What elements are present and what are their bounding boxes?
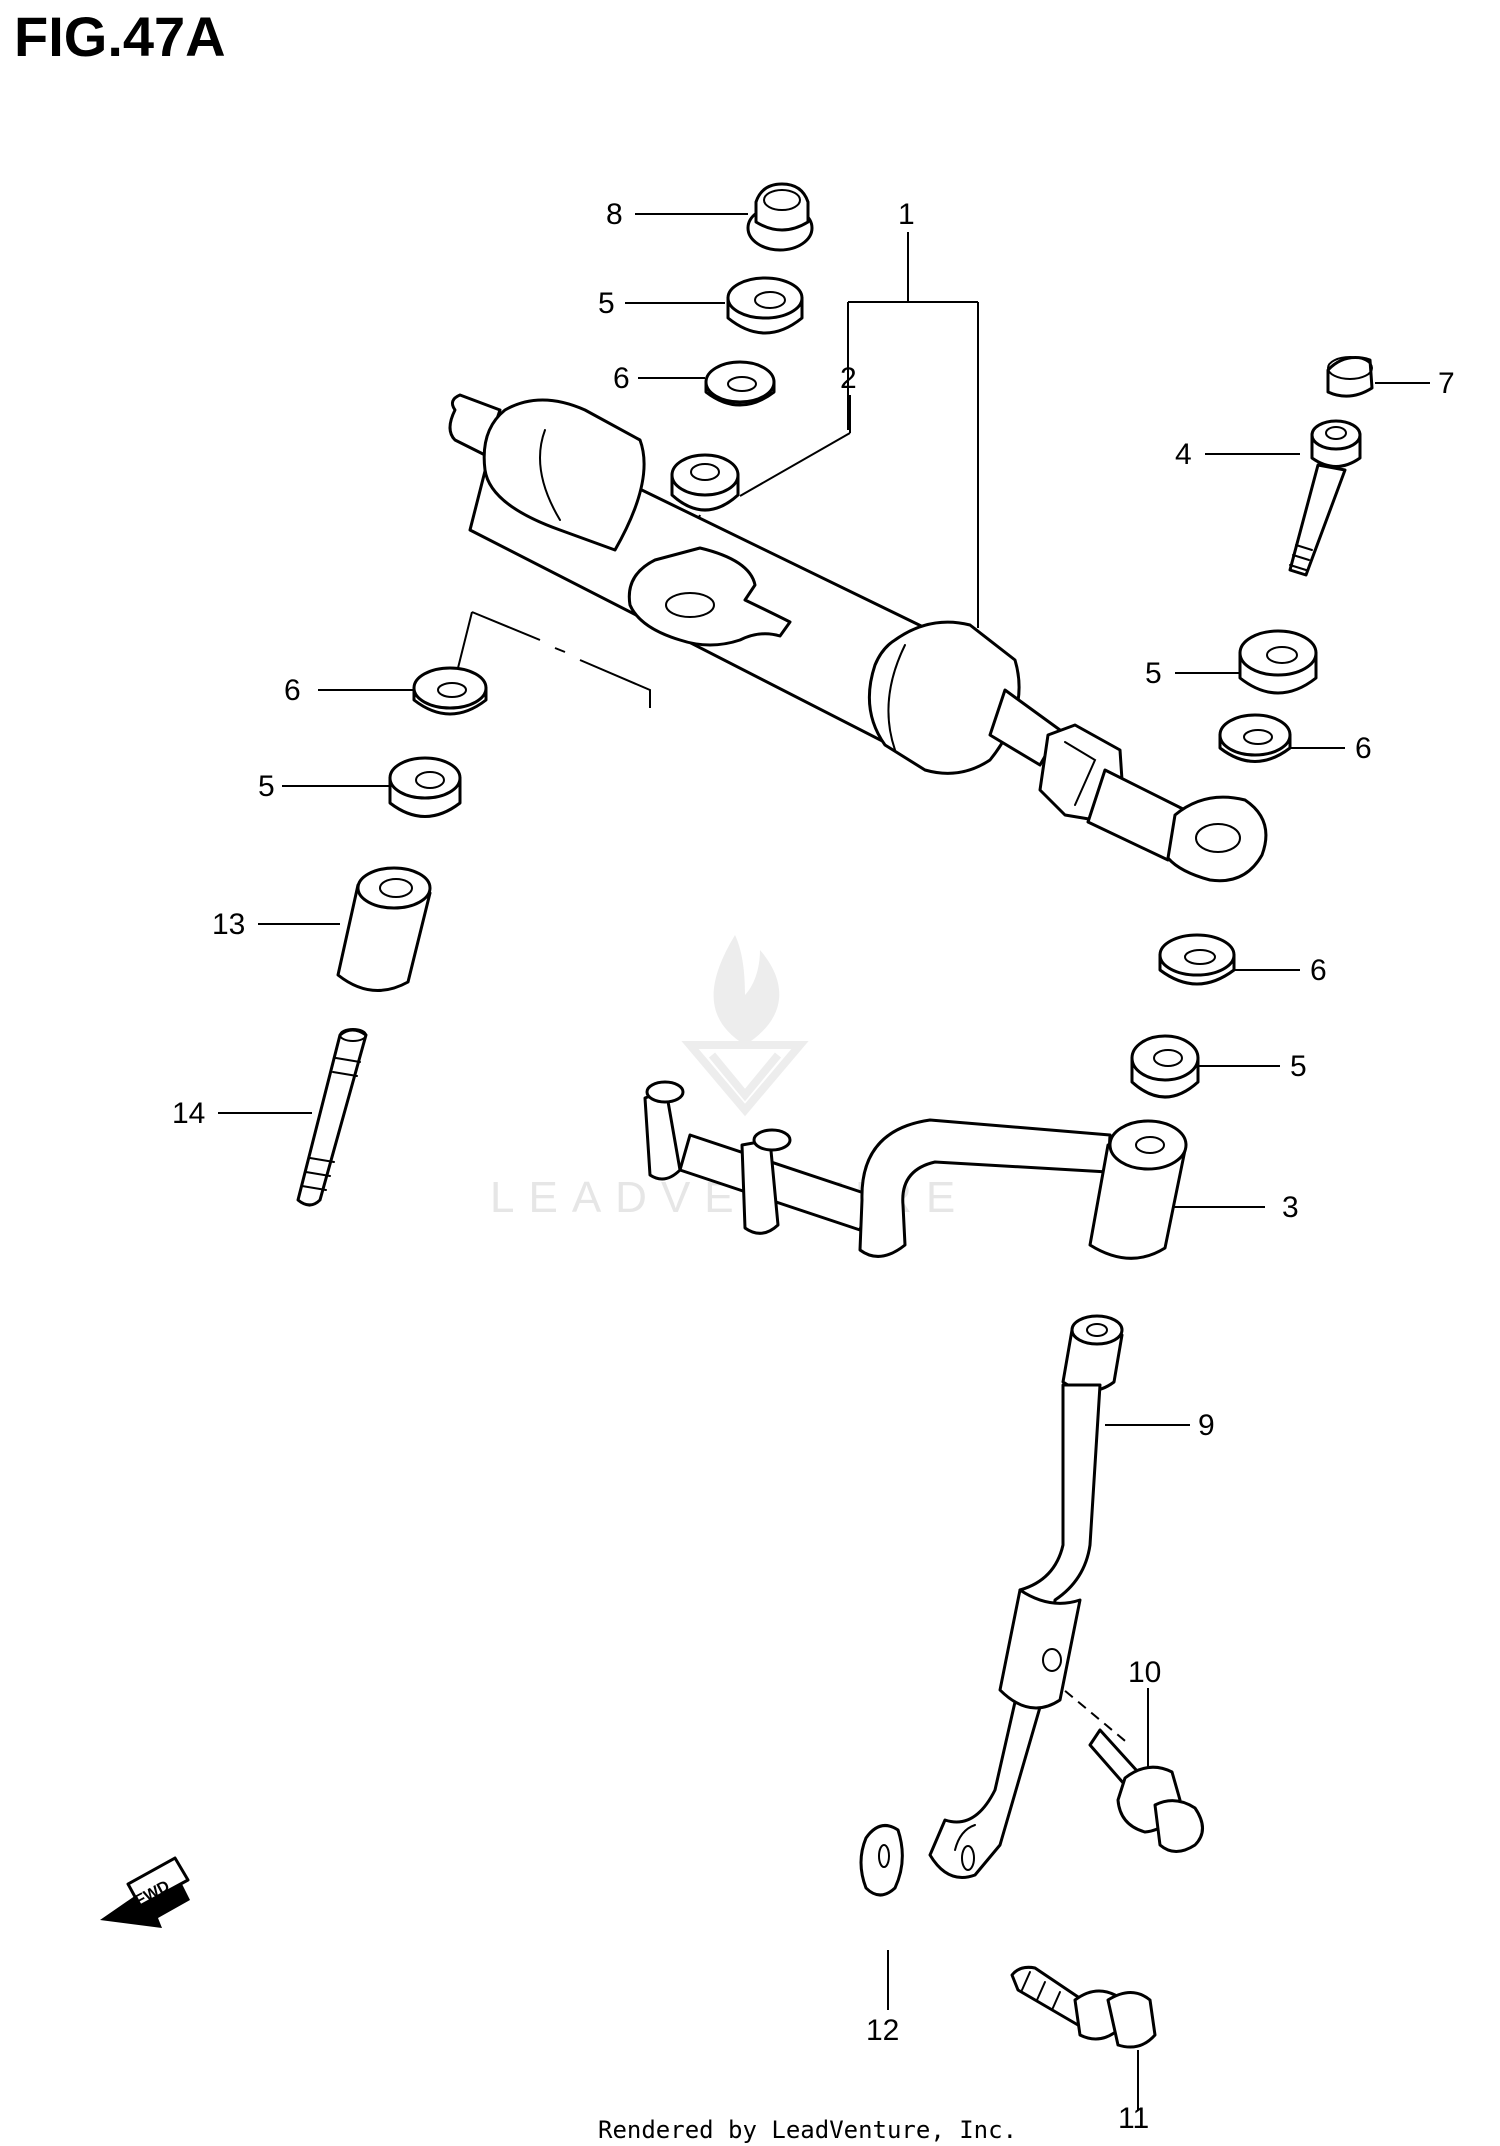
leader-lines	[218, 213, 1430, 2110]
callout-1: 1	[898, 198, 915, 231]
part-3-bracket	[643, 1080, 1188, 1260]
part-10-bolt	[1088, 1728, 1204, 1853]
part-6-washer-top	[704, 360, 776, 407]
part-9-stay-arm	[928, 1314, 1124, 1879]
callout-4: 4	[1175, 438, 1192, 471]
part-14-stud	[296, 1028, 368, 1207]
callout-labels: 8 5 6 1 2 7 4 6 5 6 5 13 6 5 14 3 9 10 1…	[172, 198, 1455, 2135]
part-11-bolt	[1010, 1965, 1157, 2049]
part-5-collar-right	[1238, 629, 1318, 695]
part-7-cap	[1326, 356, 1374, 398]
callout-5-left: 5	[258, 770, 275, 803]
part-12-washer	[859, 1824, 904, 1897]
fwd-arrow-icon: FWD	[100, 1856, 190, 1928]
part-6-washer-lower-right	[1158, 933, 1236, 986]
callout-3: 3	[1282, 1191, 1299, 1224]
callout-5-right: 5	[1145, 657, 1162, 690]
part-5-collar-top	[726, 276, 804, 335]
callout-2: 2	[840, 362, 857, 395]
callout-8: 8	[606, 198, 623, 231]
callout-6-right: 6	[1355, 732, 1372, 765]
part-8-cap-nut	[746, 182, 814, 252]
footer-credit: Rendered by LeadVenture, Inc.	[598, 2116, 1017, 2144]
part-2-grommet	[670, 453, 740, 512]
callout-7: 7	[1438, 367, 1455, 400]
part-5-collar-lower-right	[1130, 1034, 1200, 1099]
part-13-spacer	[336, 866, 432, 992]
part-1-steering-damper	[448, 393, 1268, 883]
callout-6-lower-right: 6	[1310, 954, 1327, 987]
callout-6-top: 6	[613, 362, 630, 395]
figure-title: FIG.47A	[14, 5, 226, 68]
callout-13: 13	[212, 908, 245, 941]
callout-5-top: 5	[598, 287, 615, 320]
part-5-collar-left	[388, 756, 462, 818]
callout-6-left: 6	[284, 674, 301, 707]
part-6-washer-left	[412, 666, 488, 716]
callout-5-lower-right: 5	[1290, 1050, 1307, 1083]
callout-14: 14	[172, 1097, 205, 1130]
part-4-bolt	[1288, 419, 1362, 577]
callout-9: 9	[1198, 1409, 1215, 1442]
part-6-washer-right	[1218, 713, 1292, 763]
callout-12: 12	[866, 2014, 899, 2047]
callout-11: 11	[1118, 2102, 1149, 2135]
callout-10: 10	[1128, 1656, 1161, 1689]
